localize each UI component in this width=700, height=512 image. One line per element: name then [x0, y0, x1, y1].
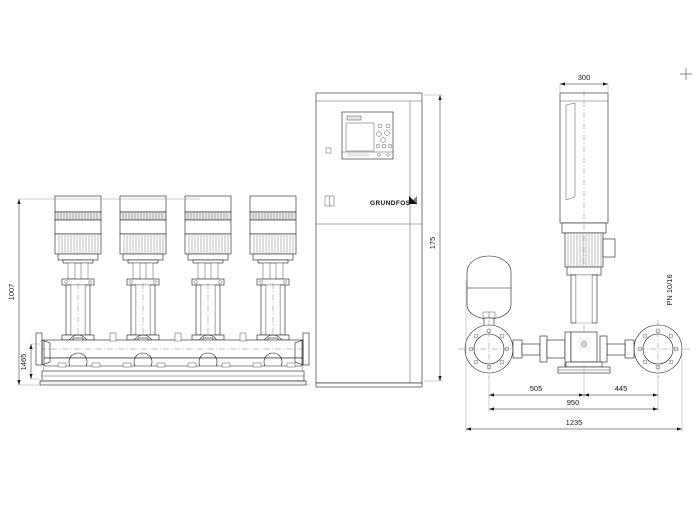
switch-icon[interactable]: [325, 147, 332, 154]
note-pressure-rating: PN 10/16: [665, 274, 674, 305]
dim-flange-to-flange: 950: [567, 398, 580, 407]
grundfos-logo: GRUNDFOS: [370, 196, 417, 207]
diaphragm-tank-icon: [466, 255, 512, 327]
dim-cabinet-depth: 175: [428, 237, 437, 250]
dim-overall-width: 1235: [566, 418, 583, 427]
grundfos-arrow-icon: [409, 196, 417, 204]
control-cabinet[interactable]: GRUNDFOS: [315, 92, 423, 388]
registration-mark: [680, 68, 692, 80]
pump-unit: [184, 195, 232, 356]
discharge-flange: [599, 320, 690, 378]
pump-group: [54, 195, 297, 356]
dim-overall-height: 1007: [7, 284, 16, 301]
suction-flange: [458, 320, 572, 378]
cu-352-display[interactable]: [341, 111, 394, 160]
dim-discharge-offset: 445: [615, 384, 628, 393]
pump-unit: [249, 195, 297, 356]
front-elevation-view: GRUNDFOS 1007 1465: [7, 92, 443, 388]
pump-unit: [119, 195, 167, 356]
dim-motor-width: 300: [578, 73, 591, 82]
pump-barrel: [566, 266, 602, 324]
logo-text: GRUNDFOS: [370, 200, 411, 207]
dim-suction-offset: 505: [530, 384, 543, 393]
manifold-assembly: [35, 332, 310, 386]
pump-unit: [54, 195, 102, 356]
main-switch-icon[interactable]: [324, 195, 335, 207]
motor-icon: [559, 90, 616, 360]
side-elevation-view: 300 505 445 950: [458, 73, 690, 432]
dim-manifold-height: 1465: [19, 354, 28, 371]
front-view-dimensions: 1007 1465 175: [7, 94, 443, 386]
side-view-dimensions: 300 505 445 950: [465, 73, 683, 432]
